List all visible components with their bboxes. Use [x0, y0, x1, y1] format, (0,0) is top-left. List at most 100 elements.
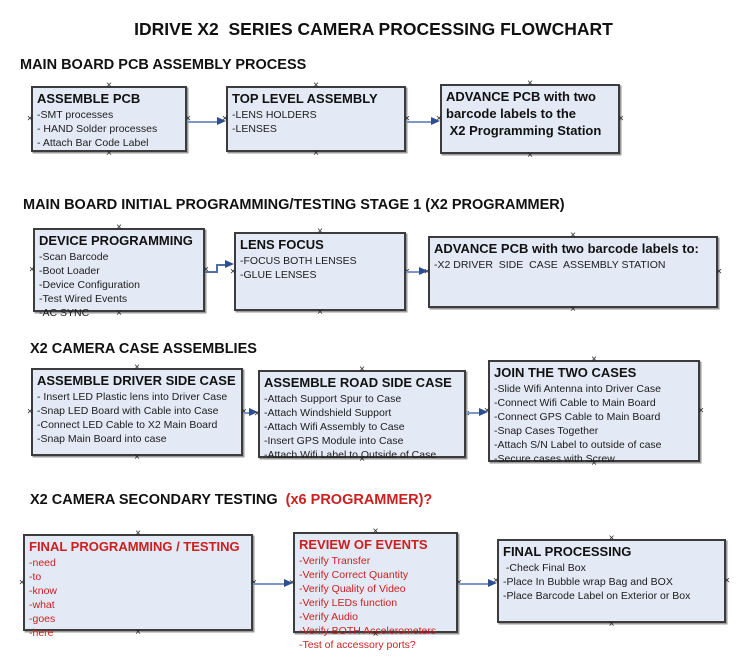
- anchor-point-icon: ×: [19, 577, 25, 588]
- arrowhead-icon: [249, 408, 258, 416]
- anchor-point-icon: ×: [135, 627, 141, 638]
- box-item: -Scan Barcode: [39, 251, 109, 263]
- box-item: -need: [29, 557, 56, 569]
- box-item: -Attach Support Spur to Case: [264, 393, 402, 405]
- box-item: -Attach Wifi Assembly to Case: [264, 421, 405, 433]
- anchor-point-icon: ×: [317, 307, 323, 318]
- anchor-point-icon: ×: [29, 264, 35, 276]
- section-header-secondary-testing: X2 CAMERA SECONDARY TESTING (x6 PROGRAMM…: [30, 492, 432, 508]
- anchor-point-icon: ×: [27, 406, 33, 418]
- box-item: - HAND Solder processes: [37, 123, 158, 135]
- connector-arrow: [466, 408, 488, 417]
- flow-box-assemble-road-side-case: ASSEMBLE ROAD SIDE CASE -Attach Support …: [254, 365, 470, 465]
- anchor-point-icon: ×: [313, 148, 319, 159]
- anchor-point-icon: ×: [372, 526, 379, 537]
- box-title: ASSEMBLE PCB: [37, 91, 141, 106]
- box-item: -Snap LED Board with Cable into Case: [37, 405, 219, 417]
- box-item: -Test of accessory ports?: [299, 639, 416, 651]
- box-item: -Secure cases with Screw: [494, 453, 615, 465]
- box-item: -SMT processes: [37, 109, 114, 121]
- connector-line: [466, 411, 481, 414]
- box-item: -Connect GPS Cable to Main Board: [494, 411, 661, 423]
- box-item: -AC SYNC: [39, 307, 90, 319]
- box-item: -Device Configuration: [39, 279, 140, 291]
- box-item: -LENS HOLDERS: [232, 109, 317, 121]
- box-title: FINAL PROGRAMMING / TESTING: [29, 539, 240, 554]
- anchor-point-icon: ×: [317, 226, 323, 237]
- box-item-list: - Insert LED Plastic lens into Driver Ca…: [37, 390, 237, 446]
- box-item: - Insert LED Plastic lens into Driver Ca…: [37, 391, 228, 403]
- box-item-list: -Slide Wifi Antenna into Driver Case -Con…: [494, 382, 694, 466]
- connector-elbow-segment: [216, 264, 218, 273]
- box-item: -Attach Windshield Support: [264, 407, 392, 419]
- flow-box-assemble-driver-side-case: ASSEMBLE DRIVER SIDE CASE - Insert LED P…: [27, 363, 247, 463]
- connector-line: [406, 270, 421, 273]
- box-item-list: -Scan Barcode-Boot Loader-Device Configu…: [39, 250, 199, 320]
- connector-arrow: [406, 117, 440, 126]
- anchor-point-icon: ×: [185, 113, 191, 125]
- box-item: -Slide Wifi Antenna into Driver Case: [494, 383, 661, 395]
- box-item: -Verify BOTH Accelerometers: [299, 625, 437, 637]
- connector-elbow-segment: [205, 271, 218, 273]
- anchor-point-icon: ×: [527, 78, 533, 89]
- anchor-point-icon: ×: [27, 113, 33, 125]
- box-item: -to: [29, 571, 42, 583]
- box-item: -Insert GPS Module into Case: [264, 435, 404, 447]
- connector-arrow: [458, 579, 497, 588]
- anchor-point-icon: ×: [608, 619, 615, 630]
- arrowhead-icon: [488, 579, 497, 587]
- box-item: -Snap Main Board into case: [37, 433, 167, 445]
- anchor-point-icon: ×: [359, 454, 365, 465]
- box-title: FINAL PROCESSING: [503, 544, 632, 559]
- box-item: -Verify Quality of Video: [299, 583, 406, 595]
- anchor-point-icon: ×: [313, 80, 319, 91]
- anchor-point-icon: ×: [372, 629, 379, 640]
- flow-box-final-processing: FINAL PROCESSING -Check Final Box -Place …: [493, 534, 730, 630]
- page-title: IDRIVE X2 SERIES CAMERA PROCESSING FLOWC…: [134, 19, 613, 39]
- box-item: -Attach S/N Label to outside of case: [494, 439, 662, 451]
- section-header-pcb-assembly: MAIN BOARD PCB ASSEMBLY PROCESS: [20, 57, 307, 73]
- anchor-point-icon: ×: [134, 362, 140, 373]
- anchor-point-icon: ×: [570, 230, 576, 241]
- box-item: -Verify Correct Quantity: [299, 569, 409, 581]
- box-item: -Check Final Box: [503, 562, 586, 574]
- box-item: -Verify Audio: [299, 611, 358, 623]
- anchor-point-icon: ×: [106, 80, 112, 91]
- box-title: DEVICE PROGRAMMING: [39, 233, 193, 248]
- anchor-point-icon: ×: [116, 222, 122, 233]
- anchor-point-icon: ×: [716, 266, 722, 278]
- anchor-point-icon: ×: [404, 113, 410, 125]
- connector-line: [243, 411, 251, 414]
- flow-box-advance-pcb-to-programming-station: ADVANCE PCB with two barcode labels to t…: [436, 79, 624, 161]
- box-item-list: -LENS HOLDERS-LENSES: [232, 108, 400, 136]
- anchor-point-icon: ×: [527, 150, 533, 161]
- section-header-black-part: X2 CAMERA SECONDARY TESTING: [30, 492, 278, 508]
- flow-box-join-the-two-cases: JOIN THE TWO CASES -Slide Wifi Antenna i…: [484, 355, 704, 469]
- box-item-list: -FOCUS BOTH LENSES-GLUE LENSES: [240, 254, 400, 282]
- anchor-point-icon: ×: [608, 533, 615, 544]
- anchor-point-icon: ×: [591, 458, 597, 469]
- box-item: -goes: [29, 613, 56, 625]
- anchor-point-icon: ×: [464, 408, 470, 420]
- box-item: -Connect LED Cable to X2 Main Board: [37, 419, 218, 431]
- box-item-list: -Verify Transfer-Verify Correct Quantity…: [299, 554, 452, 652]
- box-item: - Attach Bar Code Label: [37, 137, 149, 149]
- flow-box-top-level-assembly: TOP LEVEL ASSEMBLY -LENS HOLDERS-LENSES …: [222, 81, 410, 159]
- box-title: ADVANCE PCB with two barcode labels to:: [434, 241, 699, 256]
- connector-arrow: [406, 267, 428, 276]
- anchor-point-icon: ×: [106, 148, 112, 159]
- box-item: -Connect Wifi Cable to Main Board: [494, 397, 656, 409]
- arrowhead-icon: [284, 579, 293, 587]
- anchor-point-icon: ×: [135, 528, 141, 539]
- section-header-initial-programming: MAIN BOARD INITIAL PROGRAMMING/TESTING S…: [23, 197, 565, 213]
- arrowhead-icon: [431, 117, 440, 125]
- box-title: TOP LEVEL ASSEMBLY: [232, 91, 378, 106]
- box-item: -Place Barcode Label on Exterior or Box: [503, 590, 691, 602]
- box-title: ADVANCE PCB with two barcode labels to t…: [446, 89, 602, 138]
- anchor-point-icon: ×: [618, 113, 624, 125]
- connector-line: [253, 582, 286, 585]
- connector-line: [458, 582, 490, 585]
- flow-box-review-of-events: REVIEW OF EVENTS -Verify Transfer-Verify…: [289, 527, 462, 652]
- box-item: -FOCUS BOTH LENSES: [240, 255, 357, 267]
- box-item-list: -Attach Support Spur to Case -Attach Wind…: [264, 392, 460, 462]
